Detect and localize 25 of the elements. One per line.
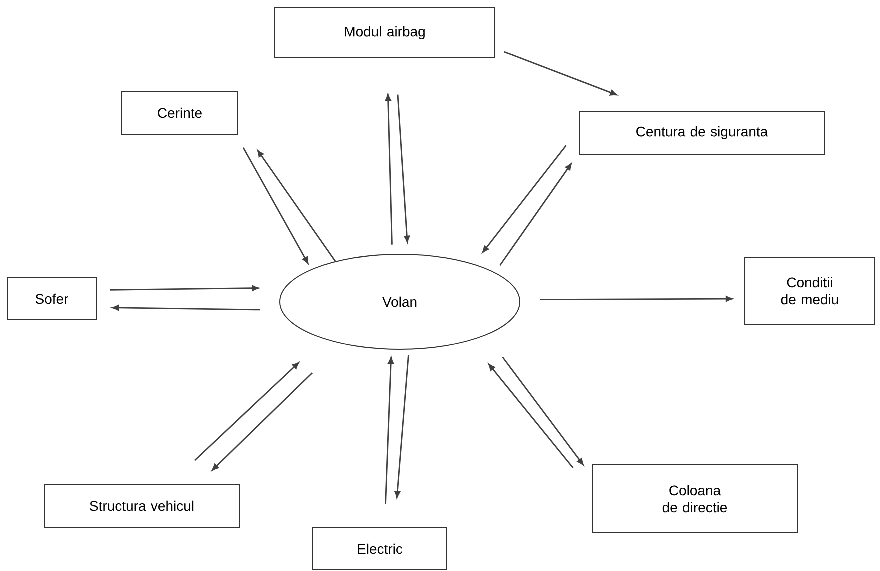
process-box: Electric <box>312 528 448 570</box>
arrow <box>257 150 336 262</box>
arrow <box>110 285 259 292</box>
process-box: Structura vehicul <box>44 484 240 528</box>
arrow <box>502 356 584 466</box>
arrow <box>385 94 393 245</box>
process-box: Conditii de mediu <box>744 257 876 325</box>
process-box: Centura de siguranta <box>579 111 825 155</box>
arrow <box>504 51 618 96</box>
process-box: Cerinte <box>122 91 238 135</box>
arrow <box>394 354 410 498</box>
arrow <box>212 372 314 471</box>
arrow <box>385 357 394 504</box>
arrow <box>194 362 300 462</box>
arrow <box>482 145 567 253</box>
arrow <box>397 94 410 243</box>
arrow <box>112 305 260 311</box>
process-box: Coloana de directie <box>592 464 798 534</box>
arrow <box>540 296 733 302</box>
ellipse-node: Volan <box>280 254 520 350</box>
process-box: Sofer <box>7 278 97 320</box>
arrow <box>242 148 309 264</box>
arrow <box>488 364 574 469</box>
process-box: Modul airbag <box>274 8 496 58</box>
arrow <box>500 163 572 266</box>
